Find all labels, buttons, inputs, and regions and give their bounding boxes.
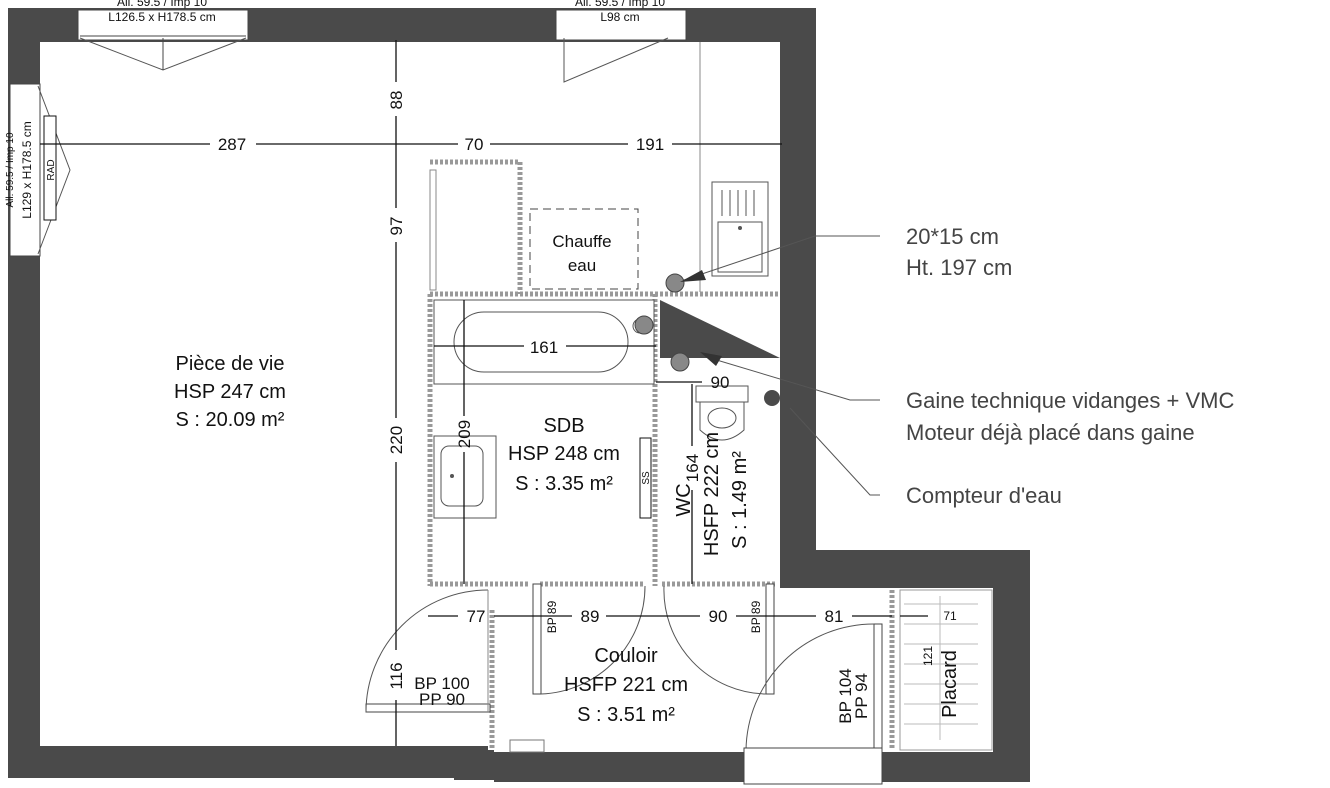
bathroom-name: SDB bbox=[543, 415, 584, 437]
door-entry-line1: BP 100 bbox=[414, 674, 469, 693]
door-closet-line1: BP 104 bbox=[836, 668, 855, 723]
duct-size-line2: Ht. 197 cm bbox=[906, 255, 1012, 280]
door-closet-room[interactable] bbox=[743, 623, 883, 785]
living-room-area: S : 20.09 m² bbox=[176, 409, 285, 431]
window-top-left-line1: All. 59.5 / Imp 10 bbox=[117, 0, 207, 9]
dim-191: 191 bbox=[636, 135, 664, 154]
annotation-leaders bbox=[680, 235, 880, 496]
door-sdb[interactable] bbox=[532, 583, 646, 695]
window-top-left-line2: L126.5 x H178.5 cm bbox=[108, 10, 215, 24]
door-wc[interactable] bbox=[663, 583, 775, 695]
window-left-line2: L129 x H178.5 cm bbox=[20, 121, 34, 218]
technical-shaft-line2: Moteur déjà placé dans gaine bbox=[906, 420, 1195, 445]
bathroom-sink bbox=[433, 435, 497, 519]
window-top-right-line2: L98 cm bbox=[600, 10, 639, 24]
dim-97: 97 bbox=[387, 217, 406, 236]
dim-121: 121 bbox=[921, 646, 935, 666]
dim-88: 88 bbox=[387, 91, 406, 110]
corridor-area: S : 3.51 m² bbox=[577, 704, 675, 726]
bathroom-height: HSP 248 cm bbox=[508, 443, 620, 465]
dim-90: 90 bbox=[709, 607, 728, 626]
living-room-height: HSP 247 cm bbox=[174, 381, 286, 403]
towel-rail bbox=[639, 437, 652, 519]
window-top-right-line1: All. 59.5 / Imp 10 bbox=[575, 0, 665, 9]
entry-mat bbox=[509, 739, 545, 753]
water-meter-label: Compteur d'eau bbox=[906, 483, 1062, 508]
corridor-height: HSFP 221 cm bbox=[564, 674, 688, 696]
interior-partitions bbox=[427, 159, 895, 750]
dim-287: 287 bbox=[218, 135, 246, 154]
wc-height: HSFP 222 cm bbox=[701, 432, 723, 556]
bathtub bbox=[433, 299, 655, 385]
wc-name: WC bbox=[673, 483, 695, 516]
dim-164: 164 bbox=[683, 454, 702, 482]
living-room-name: Pièce de vie bbox=[176, 353, 285, 375]
dim-209: 209 bbox=[455, 420, 474, 448]
dimension-lines bbox=[40, 40, 928, 746]
closet-name: Placard bbox=[939, 650, 961, 718]
door-bp89-right: BP 89 bbox=[749, 600, 763, 633]
window-left bbox=[9, 83, 71, 257]
door-bp89-left: BP 89 bbox=[545, 600, 559, 633]
closet bbox=[899, 589, 993, 751]
water-heater bbox=[529, 208, 639, 290]
duct-size-line1: 20*15 cm bbox=[906, 224, 999, 249]
dim-81: 81 bbox=[825, 607, 844, 626]
door-closet-line2: PP 94 bbox=[852, 673, 871, 719]
dim-77: 77 bbox=[467, 607, 486, 626]
towel-rail-label: SS bbox=[641, 471, 652, 485]
window-left-line1: All. 59.5 / Imp 10 bbox=[5, 132, 16, 207]
wc-area: S : 1.49 m² bbox=[729, 451, 751, 549]
door-entry[interactable] bbox=[365, 589, 491, 713]
window-top-right bbox=[555, 9, 687, 83]
duct-circle-2 bbox=[634, 315, 654, 335]
kitchen-sink bbox=[711, 181, 769, 277]
duct-circle-1 bbox=[665, 273, 685, 293]
water-heater-line1: Chauffe bbox=[552, 232, 611, 251]
bathroom-area: S : 3.35 m² bbox=[515, 473, 613, 495]
water-heater-line2: eau bbox=[568, 256, 596, 275]
duct-circle-3 bbox=[670, 352, 690, 372]
dim-89: 89 bbox=[581, 607, 600, 626]
door-entry-line2: PP 90 bbox=[419, 690, 465, 709]
window-top-left bbox=[77, 9, 249, 71]
corridor-name: Couloir bbox=[594, 645, 658, 667]
technical-shaft bbox=[660, 300, 780, 358]
dim-220: 220 bbox=[387, 426, 406, 454]
dim-70: 70 bbox=[465, 135, 484, 154]
dim-161: 161 bbox=[530, 338, 558, 357]
dim-90-wc: 90 bbox=[711, 373, 730, 392]
wc-toilet bbox=[695, 385, 749, 441]
dim-71: 71 bbox=[943, 609, 957, 623]
radiator-label: RAD bbox=[46, 159, 57, 180]
technical-shaft-line1: Gaine technique vidanges + VMC bbox=[906, 388, 1234, 413]
dim-116: 116 bbox=[387, 662, 406, 689]
water-meter-marker bbox=[764, 390, 780, 406]
